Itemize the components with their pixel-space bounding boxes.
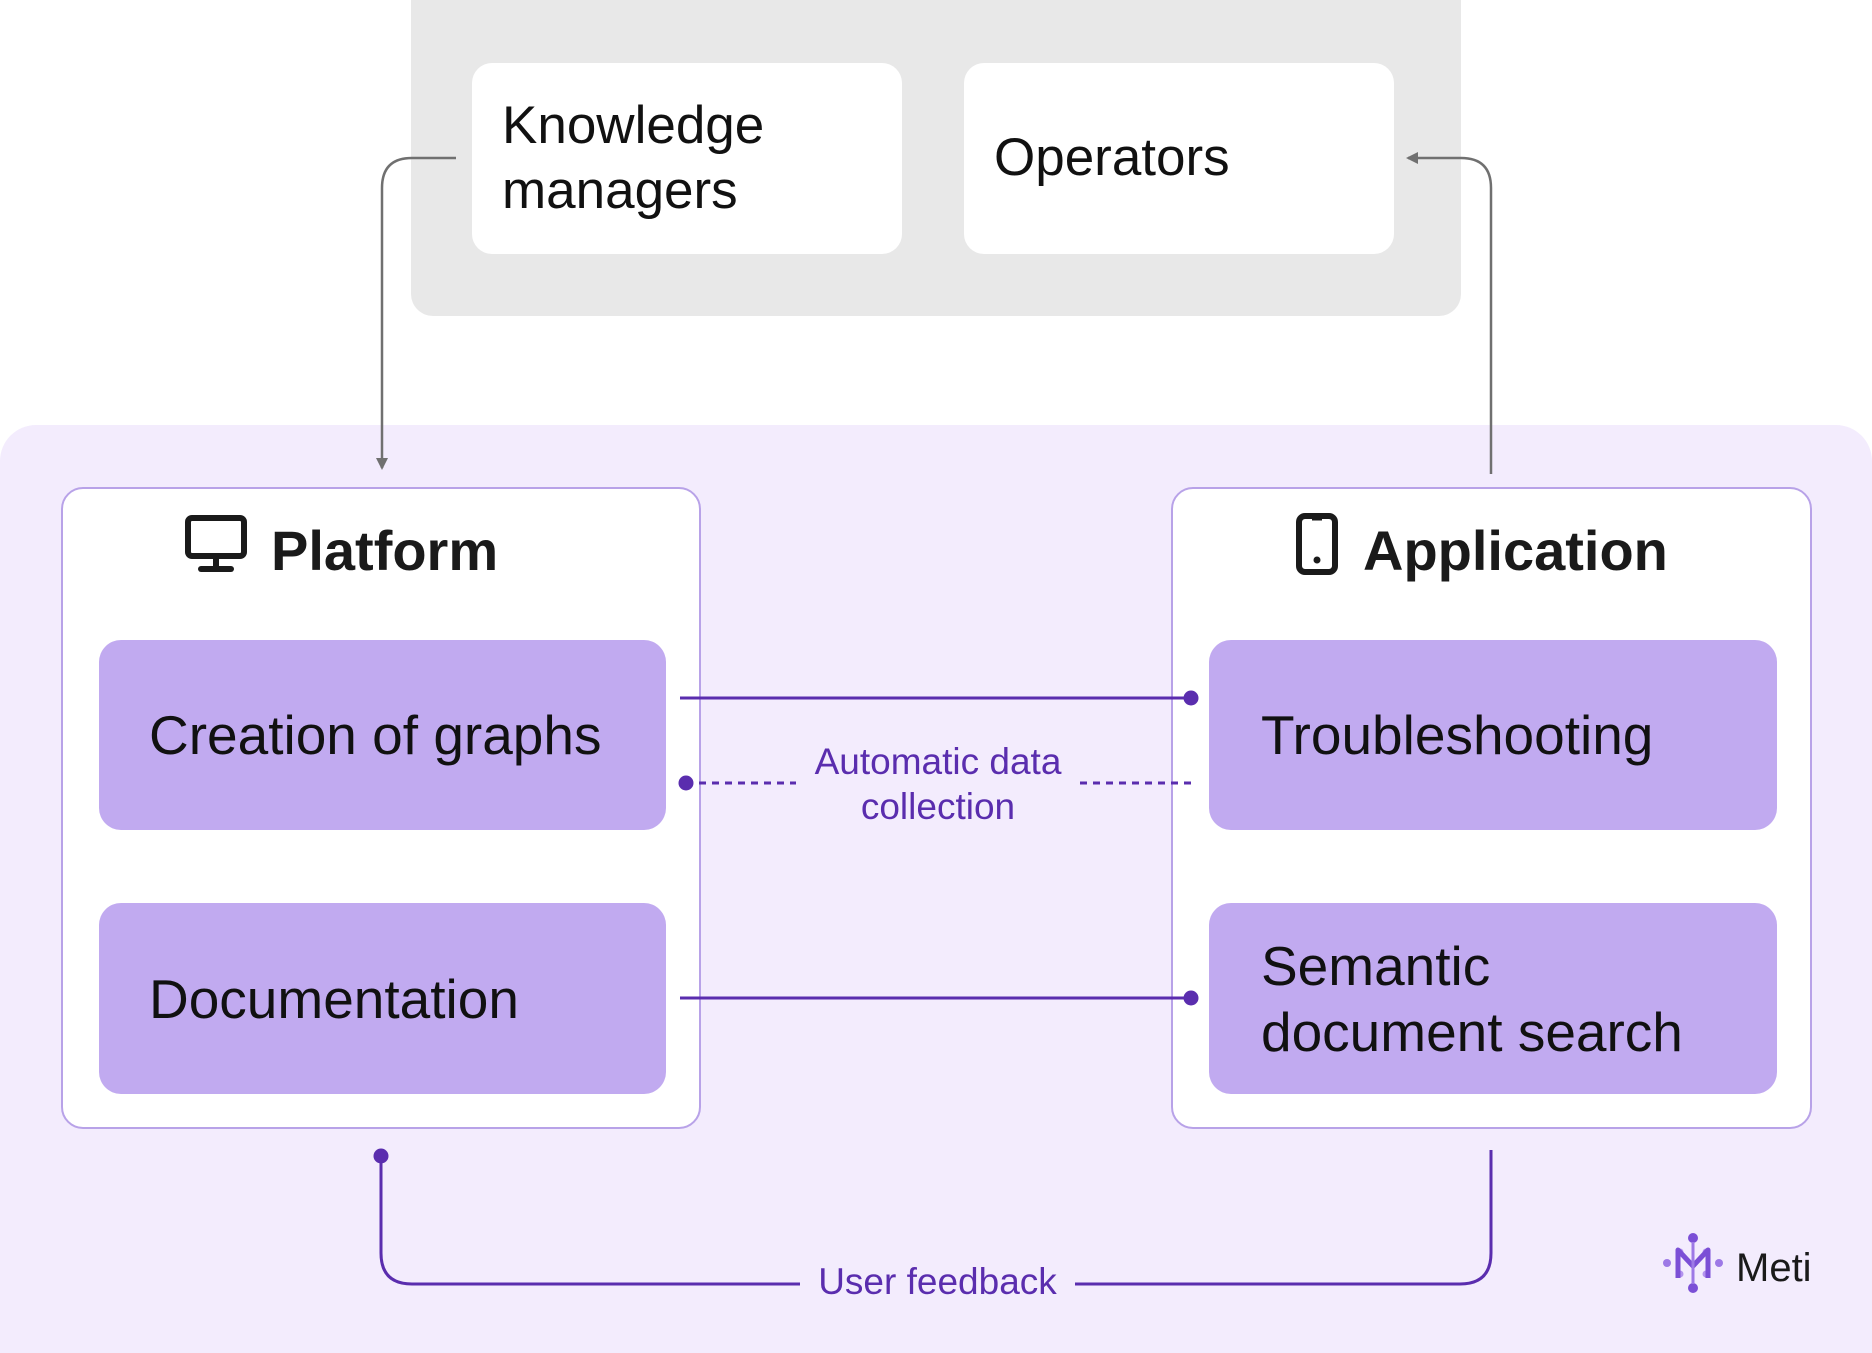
knowledge-managers-card: Knowledge managers	[472, 63, 902, 254]
automatic-data-collection-label: Automatic data collection	[814, 741, 1062, 828]
feature-documentation: Documentation	[99, 903, 666, 1094]
smartphone-icon	[1295, 512, 1339, 589]
application-title: Application	[1295, 512, 1668, 585]
operators-card: Operators	[964, 63, 1394, 254]
feature-semantic-document-search: Semantic document search	[1209, 903, 1777, 1094]
platform-title-label: Platform	[271, 518, 499, 582]
brand-name: Meti	[1736, 1245, 1812, 1290]
application-title-label: Application	[1363, 518, 1668, 582]
brand: Meti	[1662, 1232, 1812, 1304]
meti-logo-icon	[1662, 1232, 1724, 1304]
user-feedback-label: User feedback	[818, 1261, 1057, 1302]
feature-troubleshooting: Troubleshooting	[1209, 640, 1777, 830]
platform-title: Platform	[185, 514, 499, 586]
feature-creation-of-graphs: Creation of graphs	[99, 640, 666, 830]
monitor-icon	[185, 514, 247, 586]
